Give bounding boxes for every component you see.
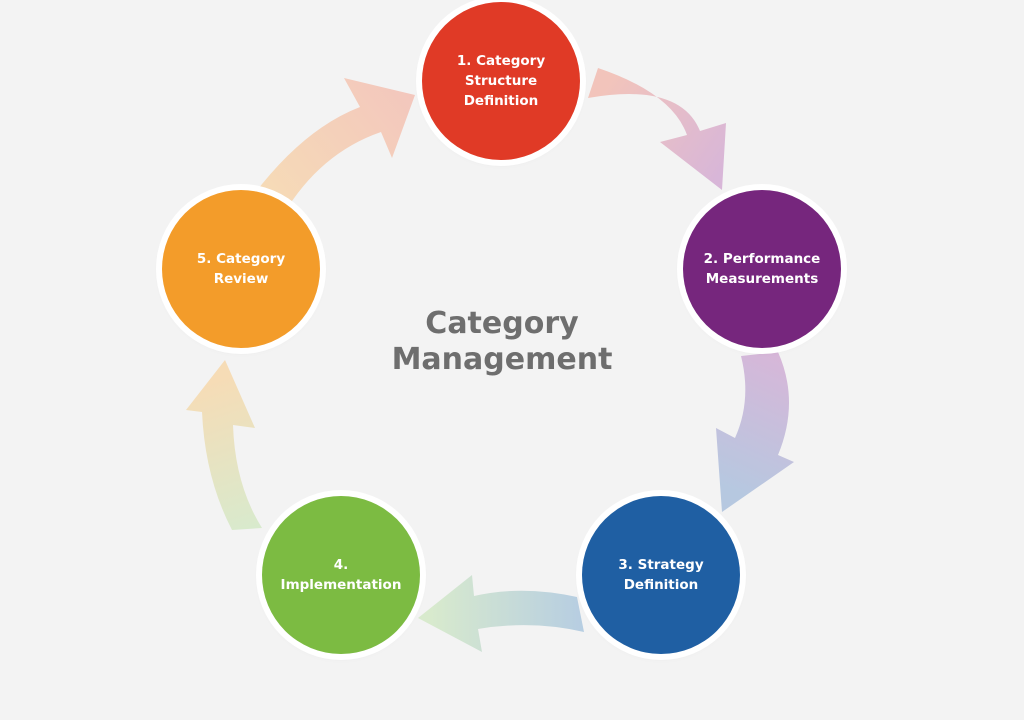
step-performance-measurements: 2. Performance Measurements <box>683 190 841 348</box>
diagram-title: Category Management <box>391 306 613 377</box>
arrow-step4-to-step5 <box>186 360 262 530</box>
step-label: 3. Strategy Definition <box>618 557 704 593</box>
arrow-step3-to-step4 <box>418 575 584 652</box>
step-category-structure-definition: 1. Category Structure Definition <box>422 2 580 160</box>
arrow-step2-to-step3 <box>716 352 794 512</box>
step-label: 1. Category Structure Definition <box>456 53 546 109</box>
step-implementation: 4. Implementation <box>262 496 420 654</box>
arrow-step1-to-step2 <box>588 68 726 190</box>
step-label: 4. Implementation <box>280 557 402 593</box>
step-category-review: 5. Category Review <box>162 190 320 348</box>
step-strategy-definition: 3. Strategy Definition <box>582 496 740 654</box>
arrow-step5-to-step1 <box>246 78 415 215</box>
step-label: 2. Performance Measurements <box>703 251 821 287</box>
step-label: 5. Category Review <box>196 251 286 287</box>
